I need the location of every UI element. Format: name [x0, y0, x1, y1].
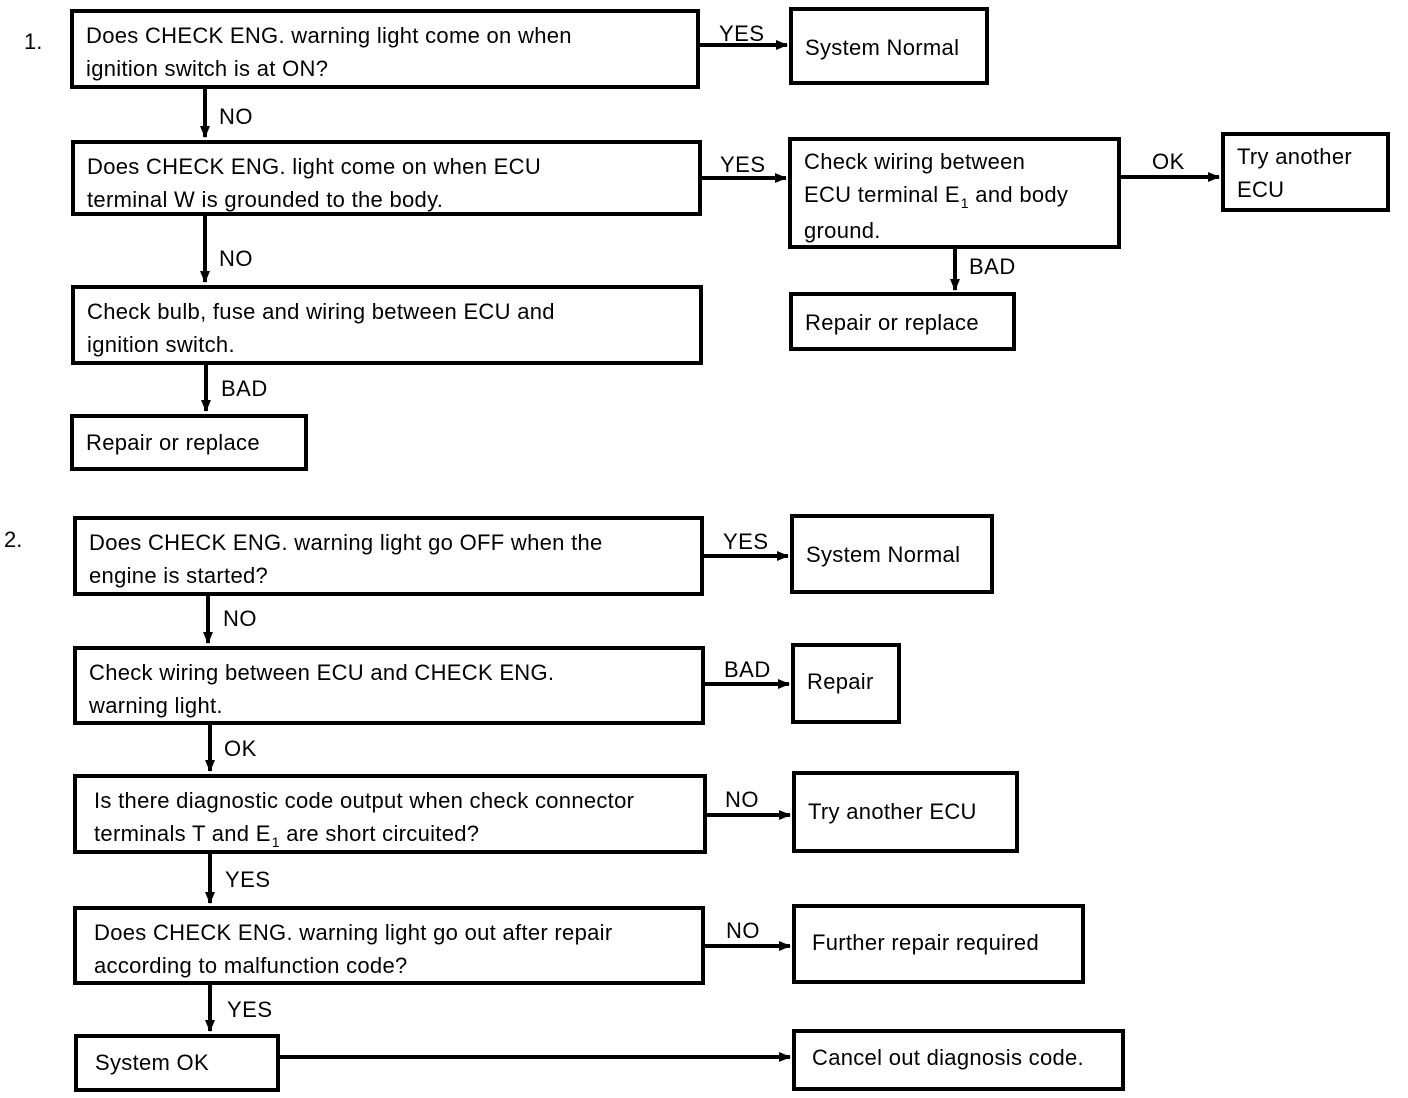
- s2-further-repair-text: Further repair required: [812, 930, 1039, 955]
- s2-q3-line2: terminals T and E1 are short circuited?: [94, 821, 480, 850]
- s2-try-another-ecu: Try another ECU: [792, 771, 1019, 853]
- s2-q1-line1: Does CHECK ENG. warning light go OFF whe…: [89, 530, 603, 555]
- s1-check-bulb-line2: ignition switch.: [87, 332, 235, 357]
- s1-q1-line2: ignition switch is at ON?: [86, 56, 329, 81]
- s1-repair-or-replace-right: Repair or replace: [789, 292, 1016, 351]
- s2-q1-no-label: NO: [223, 606, 257, 631]
- s1-repair-right-text: Repair or replace: [805, 310, 979, 335]
- s2-question-light-off-started: Does CHECK ENG. warning light go OFF whe…: [73, 516, 704, 596]
- s2-system-ok-text: System OK: [95, 1050, 209, 1075]
- s1-bulb-bad-label: BAD: [221, 376, 268, 401]
- s2-q4-yes-label: YES: [227, 997, 273, 1022]
- s1-q2-yes-label: YES: [720, 152, 766, 177]
- s2-wiring-bad-label: BAD: [724, 657, 771, 682]
- s1-question-warning-light-on: Does CHECK ENG. warning light come on wh…: [70, 9, 700, 89]
- s1-system-normal-text: System Normal: [805, 35, 960, 60]
- s2-q4-line1: Does CHECK ENG. warning light go out aft…: [94, 920, 613, 945]
- s1-check-e1-line1: Check wiring between: [804, 149, 1026, 174]
- s2-repair-text: Repair: [807, 669, 874, 694]
- s2-check-wiring-line2: warning light.: [89, 693, 223, 718]
- s2-wiring-ok-label: OK: [224, 736, 257, 761]
- s1-repair-left-text: Repair or replace: [86, 430, 260, 455]
- s1-q2-line1: Does CHECK ENG. light come on when ECU: [87, 154, 542, 179]
- s1-q1-yes-label: YES: [719, 21, 765, 46]
- s2-q1-yes-label: YES: [723, 529, 769, 554]
- s1-q1-no-label: NO: [219, 104, 253, 129]
- s1-check-bulb-line1: Check bulb, fuse and wiring between ECU …: [87, 299, 555, 324]
- s1-try-ecu-line1: Try another: [1237, 144, 1352, 169]
- s2-try-ecu-text: Try another ECU: [808, 799, 977, 824]
- s2-q3-no-label: NO: [725, 787, 759, 812]
- s1-try-ecu-line2: ECU: [1237, 177, 1285, 202]
- s2-result-system-normal: System Normal: [790, 514, 994, 594]
- s1-q1-line1: Does CHECK ENG. warning light come on wh…: [86, 23, 572, 48]
- s2-cancel-diagnosis-code: Cancel out diagnosis code.: [792, 1029, 1125, 1091]
- s1-result-system-normal: System Normal: [789, 7, 989, 85]
- section-2-number: 2.: [4, 527, 23, 552]
- s2-q4-no-label: NO: [726, 918, 760, 943]
- s2-q3-line1: Is there diagnostic code output when che…: [94, 788, 635, 813]
- s2-q4-line2: according to malfunction code?: [94, 953, 408, 978]
- s2-q3-yes-label: YES: [225, 867, 271, 892]
- s2-q1-line2: engine is started?: [89, 563, 269, 588]
- s2-repair: Repair: [791, 643, 901, 724]
- s1-check-e1-line3: ground.: [804, 218, 881, 243]
- s1-q2-line2: terminal W is grounded to the body.: [87, 187, 444, 212]
- s1-question-ecu-terminal-w: Does CHECK ENG. light come on when ECU t…: [71, 140, 702, 216]
- s1-e1-ok-label: OK: [1152, 149, 1185, 174]
- s1-check-bulb-fuse-wiring: Check bulb, fuse and wiring between ECU …: [71, 285, 703, 365]
- s2-check-wiring-ecu-light: Check wiring between ECU and CHECK ENG. …: [73, 646, 705, 725]
- s2-system-ok: System OK: [74, 1034, 280, 1092]
- s1-check-wiring-e1: Check wiring between ECU terminal E1 and…: [788, 137, 1121, 249]
- s2-system-normal-text: System Normal: [806, 542, 961, 567]
- s2-question-light-out-after-repair: Does CHECK ENG. warning light go out aft…: [73, 906, 705, 985]
- s1-e1-bad-label: BAD: [969, 254, 1016, 279]
- s2-question-diagnostic-code-output: Is there diagnostic code output when che…: [73, 774, 707, 854]
- s1-check-e1-line2: ECU terminal E1 and body: [804, 182, 1069, 211]
- section-1-number: 1.: [24, 29, 43, 54]
- s2-cancel-code-text: Cancel out diagnosis code.: [812, 1045, 1084, 1070]
- s2-check-wiring-line1: Check wiring between ECU and CHECK ENG.: [89, 660, 555, 685]
- s1-q2-no-label: NO: [219, 246, 253, 271]
- s1-try-another-ecu: Try another ECU: [1221, 132, 1390, 212]
- s1-repair-or-replace-left: Repair or replace: [70, 414, 308, 471]
- s2-further-repair-required: Further repair required: [792, 904, 1085, 984]
